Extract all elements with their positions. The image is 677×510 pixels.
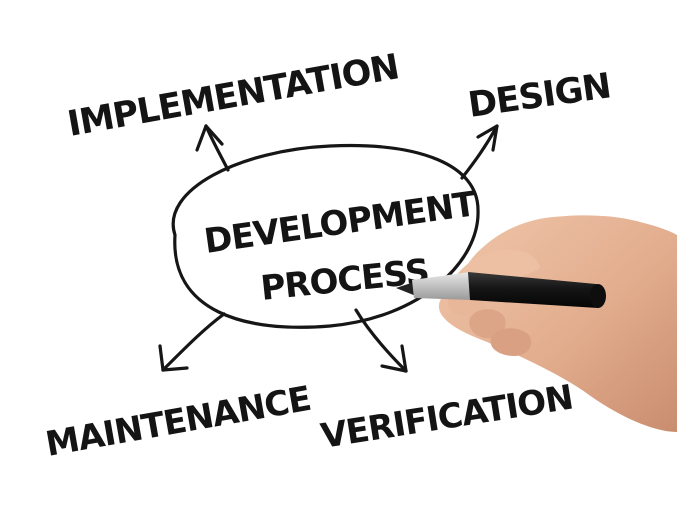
- center-title-line2: PROCESS: [259, 252, 431, 309]
- marker-tip: [396, 282, 416, 296]
- arrow-verification: [354, 308, 408, 373]
- marker-body: [468, 272, 605, 308]
- arrow-design: [460, 124, 499, 180]
- label-design: DESIGN: [466, 66, 613, 126]
- arrow-implementation: [195, 124, 230, 172]
- label-verification: VERIFICATION: [318, 378, 575, 457]
- label-implementation: IMPLEMENTATION: [65, 47, 402, 145]
- marker-cap-end: [590, 284, 606, 308]
- label-maintenance: MAINTENANCE: [43, 379, 314, 465]
- hand-with-marker: [396, 215, 677, 432]
- marker-band: [412, 272, 472, 300]
- center-title-line1: DEVELOPMENT: [202, 184, 480, 262]
- arrow-maintenance: [158, 312, 226, 372]
- center-oval: [171, 143, 480, 329]
